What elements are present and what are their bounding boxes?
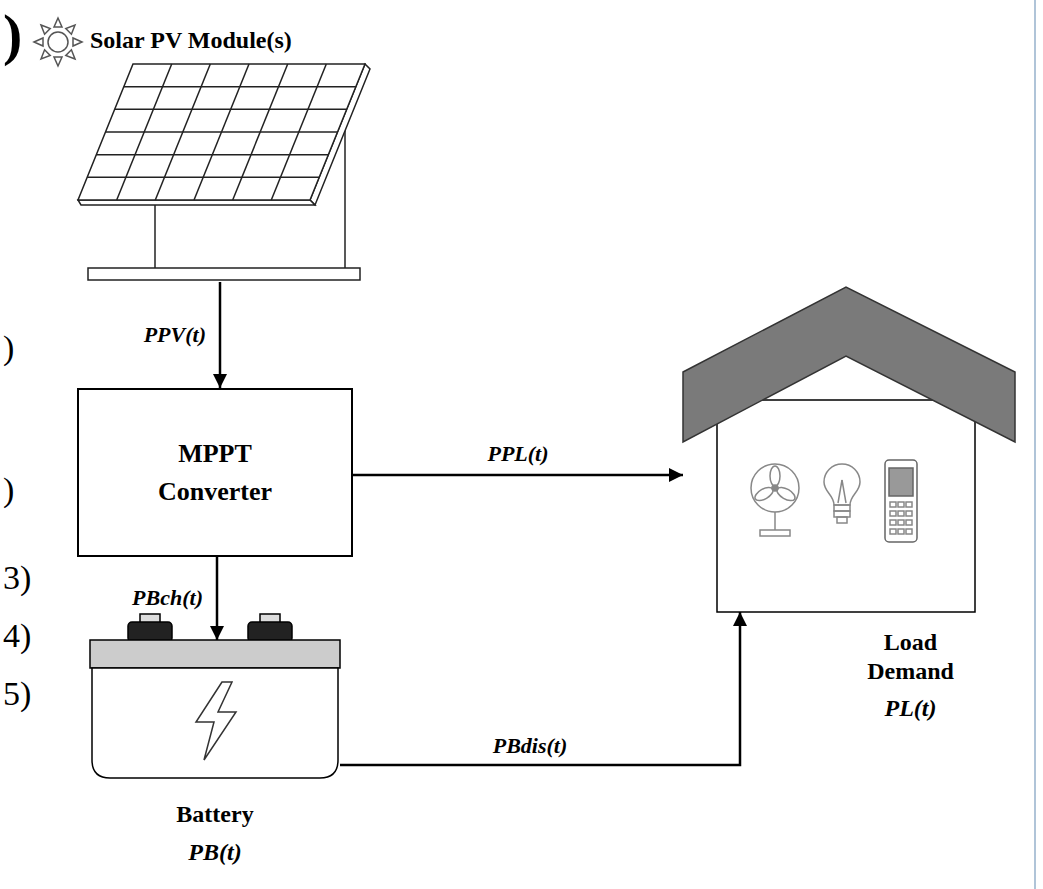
appliance-icons-part: [890, 511, 896, 516]
text-holder: MPPT Converter: [79, 390, 351, 555]
power-flow-label: PPL(t): [487, 441, 548, 467]
battery-label: Battery: [90, 800, 340, 829]
battery-symbol-part: [92, 668, 338, 778]
appliance-icons-part: [906, 511, 912, 516]
pv-module: Solar PV Module(s): [30, 12, 375, 282]
equation-number: 5): [3, 674, 31, 715]
appliance-icons-part: [906, 520, 912, 525]
text-holder: ): [3, 470, 14, 511]
text-holder: Solar PV Module(s): [90, 26, 292, 55]
text-holder: Battery: [90, 800, 340, 829]
text-holder: PB(t): [90, 838, 340, 867]
appliance-icons-part: [837, 517, 847, 523]
text-holder: ): [3, 328, 14, 369]
appliance-icons-part: [898, 520, 904, 525]
appliance-icons-part: [890, 529, 896, 534]
equation-number: 4): [3, 616, 31, 657]
text-holder: ): [3, 0, 22, 70]
sun-icon-part: [34, 38, 43, 46]
connector-arrow: [353, 474, 683, 477]
equation-number: ): [3, 328, 14, 369]
equation-number: ): [3, 470, 14, 511]
power-flow-label: PPV(t): [144, 322, 206, 348]
sun-icon-part: [73, 38, 82, 46]
sun-icon-part: [41, 25, 50, 34]
house-illustration-part: [717, 400, 975, 612]
appliance-icons-part: [834, 505, 850, 511]
load-house: Load DemandPL(t): [683, 287, 1015, 612]
power-flow-label: PBdis(t): [493, 733, 568, 759]
appliance-icons-part: [751, 464, 799, 512]
appliance-icons-part: [898, 529, 904, 534]
text-holder: Load Demand: [848, 628, 973, 686]
power-symbol: PB(t): [90, 838, 340, 867]
equation-number: 3): [3, 558, 31, 599]
power-symbol: PL(t): [848, 694, 973, 723]
appliance-icons: [751, 460, 917, 542]
solar-panel-part: [88, 268, 360, 280]
appliance-icons-part: [890, 502, 896, 507]
appliance-icons-part: [898, 511, 904, 516]
text-holder: 5): [3, 674, 31, 715]
connector-arrow: [340, 612, 740, 765]
appliance-icons-part: [760, 530, 790, 536]
equation-number: ): [3, 0, 22, 70]
connector-arrow: [216, 557, 219, 640]
house-illustration: [683, 287, 1015, 612]
text-holder: 4): [3, 616, 31, 657]
battery-symbol-part: [128, 622, 172, 642]
sun-icon: [34, 18, 82, 66]
connector-arrow: [219, 282, 222, 388]
appliance-icons-part: [838, 480, 842, 503]
appliance-icons-part: [885, 460, 917, 542]
text-holder: 3): [3, 558, 31, 599]
load-label: Load Demand: [848, 628, 973, 686]
text-holder: PPV(t): [144, 322, 206, 348]
text-holder: PPL(t): [487, 441, 548, 467]
text-holder: PBch(t): [132, 585, 203, 611]
solar-panel-part: [78, 64, 365, 200]
solar-panel-part: [154, 203, 156, 268]
text-holder: PL(t): [848, 694, 973, 723]
appliance-icons-part: [774, 512, 776, 530]
appliance-icons-part: [770, 466, 780, 486]
page-border: [1034, 0, 1036, 889]
module-title: Solar PV Module(s): [90, 26, 292, 55]
sun-icon-part: [54, 57, 62, 66]
appliance-icons-part: [834, 511, 850, 517]
appliance-icons-part: [824, 464, 860, 505]
battery-symbol: [90, 614, 340, 778]
sun-icon-part: [66, 25, 75, 34]
battery-node: BatteryPB(t): [90, 640, 340, 778]
sun-icon-part: [54, 18, 62, 27]
solar-panel-part: [271, 64, 326, 200]
converter-box: MPPT Converter: [77, 388, 353, 557]
battery-symbol-part: [248, 622, 292, 642]
solar-panel-part: [344, 112, 346, 268]
battery-symbol-part: [90, 640, 340, 668]
appliance-icons-part: [906, 529, 912, 534]
appliance-icons-part: [772, 485, 778, 491]
appliance-icons-part: [890, 520, 896, 525]
appliance-icons-part: [842, 480, 846, 503]
appliance-icons-part: [898, 502, 904, 507]
solar-panel: [78, 64, 370, 280]
appliance-icons-part: [889, 468, 913, 496]
battery-symbol-part: [196, 682, 236, 760]
text-holder: PBdis(t): [493, 733, 568, 759]
sun-icon-part: [41, 50, 50, 59]
sun-icon-part: [48, 32, 68, 52]
house-illustration-part: [683, 287, 1015, 442]
box-label: MPPT Converter: [130, 435, 300, 510]
power-flow-label: PBch(t): [132, 585, 203, 611]
sun-icon-part: [66, 50, 75, 59]
appliance-icons-part: [906, 502, 912, 507]
